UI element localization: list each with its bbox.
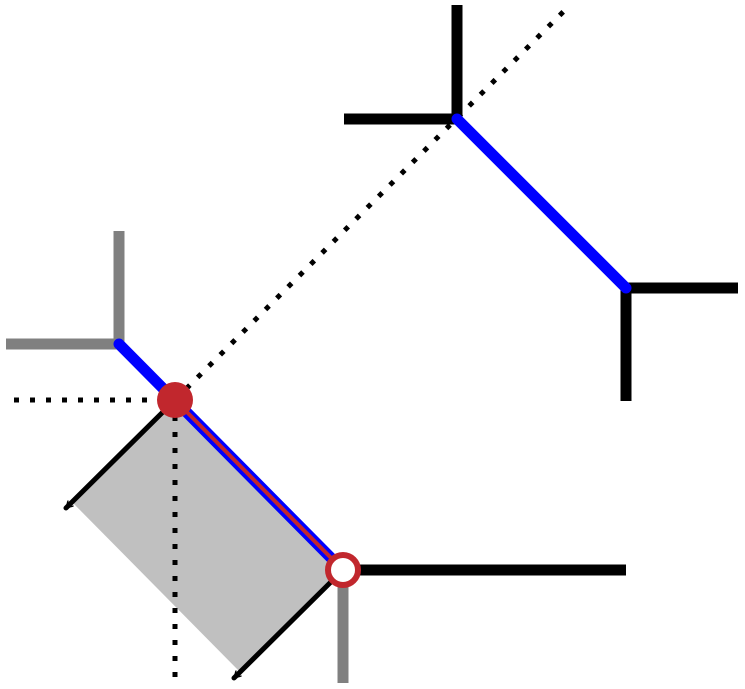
- lower-vertex-pair: [6, 231, 626, 683]
- shaded-region: [72, 400, 343, 672]
- arrow-bottom-side: [231, 567, 346, 681]
- upper-vertex-pair: [344, 5, 738, 401]
- upper-bridge-edge: [451, 113, 632, 294]
- lower-bridge-overlay: [173, 398, 345, 572]
- arrow-left-side: [63, 397, 178, 511]
- hollow-point: [325, 552, 361, 588]
- dotted-diagonal-guide: [173, 3, 572, 402]
- solid-point: [157, 382, 193, 418]
